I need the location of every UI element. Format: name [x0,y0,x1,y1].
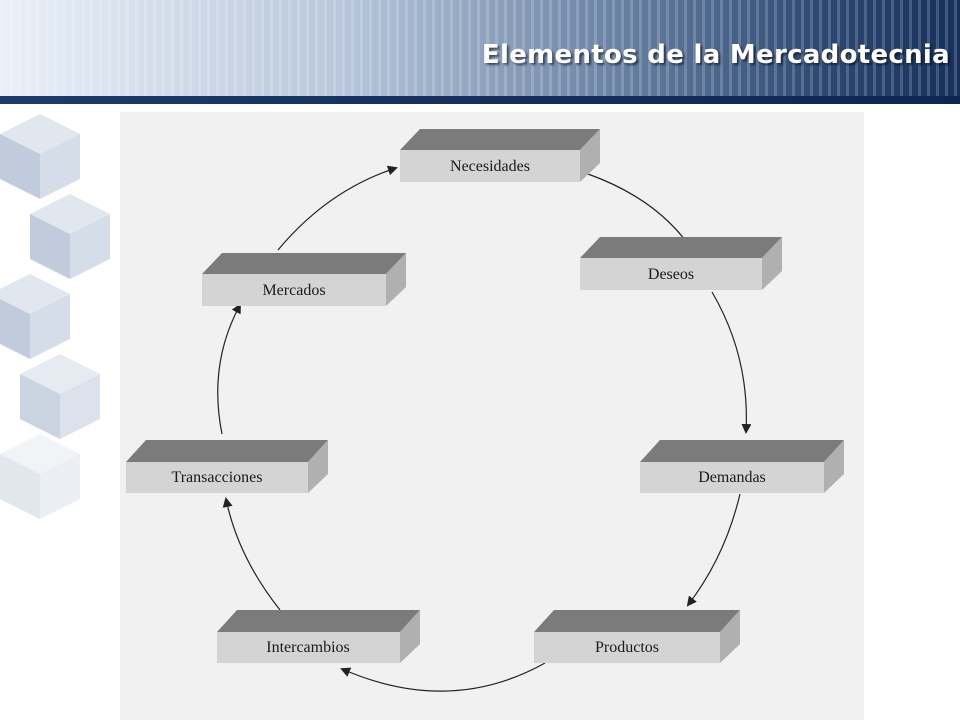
diagram-panel: Necesidades Deseos Demandas Productos [120,112,864,720]
box-label-transacciones: Transacciones [172,469,263,486]
box-mercados: Mercados [202,253,406,306]
arrow-deseos-to-demandas [711,291,752,434]
marketing-cycle-diagram: Necesidades Deseos Demandas Productos [126,129,844,692]
box-productos: Productos [534,610,740,663]
box-label-demandas: Demandas [698,469,766,486]
cube-pattern-graphic [0,114,110,519]
header-banner: Elementos de la Mercadotecnia [0,0,960,104]
arrow-productos-to-intercambios [340,662,546,692]
decorative-cubes [0,104,120,720]
arrow-transacciones-to-mercados [217,303,241,435]
slide-title: Elementos de la Mercadotecnia [481,40,950,70]
box-label-deseos: Deseos [648,266,694,283]
box-deseos: Deseos [580,237,782,290]
arrow-demandas-to-productos [686,493,741,607]
box-label-productos: Productos [595,639,659,656]
box-label-intercambios: Intercambios [266,639,350,656]
header-stripe [0,96,960,104]
box-necesidades: Necesidades [400,129,600,182]
box-label-necesidades: Necesidades [450,158,530,175]
arrow-mercados-to-necesidades [277,165,398,251]
box-demandas: Demandas [640,440,844,493]
box-label-mercados: Mercados [262,282,325,299]
arrow-intercambios-to-transacciones [222,497,281,611]
box-intercambios: Intercambios [217,610,420,663]
box-transacciones: Transacciones [126,440,328,493]
